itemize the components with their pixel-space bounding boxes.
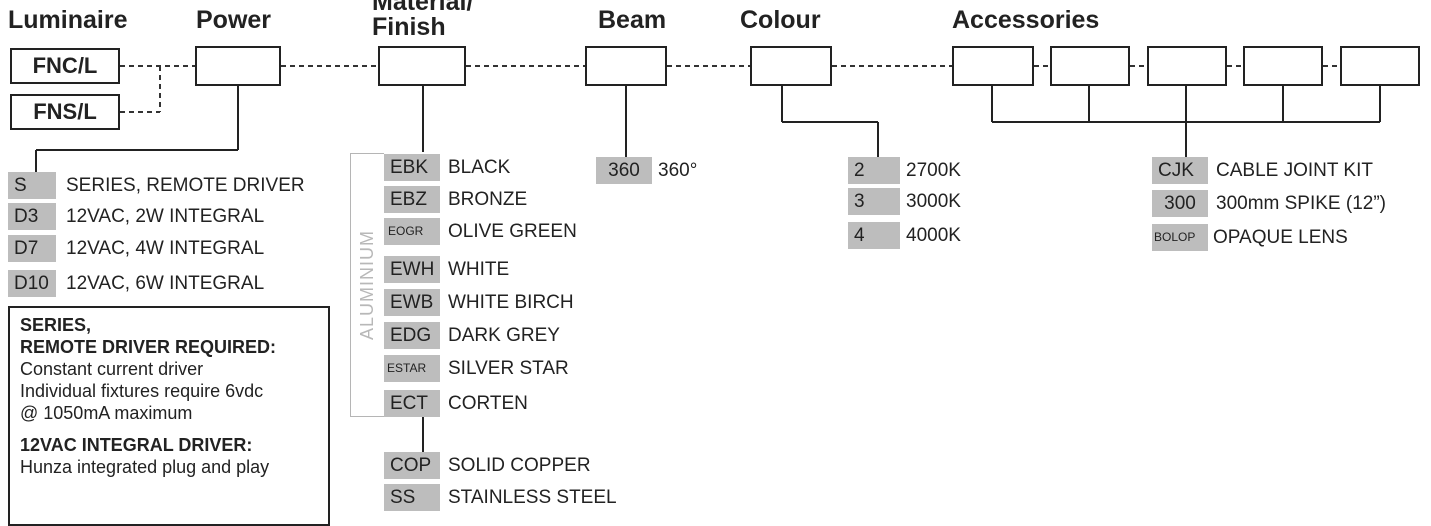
finish-desc-ewb: WHITE BIRCH: [448, 292, 574, 313]
finish-desc-edg: DARK GREY: [448, 325, 560, 346]
colour-code-4: 4: [848, 222, 900, 249]
power-desc-s: SERIES, REMOTE DRIVER: [66, 175, 305, 196]
finish-code-ss: SS: [384, 484, 440, 511]
luminaire-box-fnsl: FNS/L: [10, 94, 120, 130]
finish-code-ewb: EWB: [384, 289, 440, 316]
driver-note-box: SERIES, REMOTE DRIVER REQUIRED: Constant…: [8, 306, 330, 526]
luminaire-box-fncl: FNC/L: [10, 48, 120, 84]
colour-header: Colour: [740, 6, 821, 34]
note-line-1: Constant current driver: [20, 359, 204, 379]
colour-desc-4000k: 4000K: [906, 225, 961, 246]
finish-desc-ebz: BRONZE: [448, 189, 528, 210]
material-finish-header: Material/ Finish: [372, 0, 512, 40]
aluminium-label: ALUMINIUM: [357, 230, 377, 341]
finish-desc-cop: SOLID COPPER: [448, 455, 591, 476]
accessory-slot-2[interactable]: [1050, 46, 1130, 86]
finish-desc-ewh: WHITE: [448, 259, 510, 280]
accessory-desc-bolop: OPAQUE LENS: [1213, 227, 1348, 248]
accessory-slot-1[interactable]: [952, 46, 1034, 86]
finish-code-estar: ESTAR: [384, 355, 440, 382]
accessory-desc-cjk: CABLE JOINT KIT: [1216, 160, 1373, 181]
note-title-2: REMOTE DRIVER REQUIRED:: [20, 337, 277, 357]
accessory-desc-300: 300mm SPIKE (12”): [1216, 193, 1386, 214]
colour-code-3: 3: [848, 188, 900, 215]
accessory-code-cjk: CJK: [1152, 157, 1208, 184]
finish-code-edg: EDG: [384, 322, 440, 349]
colour-desc-2700k: 2700K: [906, 160, 961, 181]
power-code-d10: D10: [8, 270, 56, 297]
finish-code-cop: COP: [384, 452, 440, 479]
power-header: Power: [196, 6, 272, 34]
power-desc-d3: 12VAC, 2W INTEGRAL: [66, 206, 265, 227]
material-header-line1: Material/: [372, 0, 474, 16]
accessory-slot-5[interactable]: [1340, 46, 1420, 86]
accessory-code-300: 300: [1152, 190, 1208, 217]
note-line-4: Hunza integrated plug and play: [20, 457, 270, 477]
finish-desc-estar: SILVER STAR: [448, 358, 569, 379]
finish-code-ebz: EBZ: [384, 186, 440, 213]
finish-desc-ebk: BLACK: [448, 157, 511, 178]
power-code-d7: D7: [8, 235, 56, 262]
finish-desc-eogr: OLIVE GREEN: [448, 221, 577, 242]
accessory-slot-4[interactable]: [1243, 46, 1323, 86]
power-desc-d7: 12VAC, 4W INTEGRAL: [66, 238, 265, 259]
accessory-code-bolop: BOLOP: [1152, 224, 1208, 251]
beam-slot[interactable]: [585, 46, 667, 86]
luminaire-header: Luminaire: [8, 6, 128, 34]
colour-slot[interactable]: [750, 46, 832, 86]
beam-header: Beam: [598, 6, 667, 34]
finish-desc-ect: CORTEN: [448, 393, 528, 414]
note-line-3: @ 1050mA maximum: [20, 403, 193, 423]
material-slot[interactable]: [378, 46, 466, 86]
accessories-header: Accessories: [952, 6, 1100, 34]
colour-code-2: 2: [848, 157, 900, 184]
beam-code-360: 360: [596, 157, 652, 184]
colour-desc-3000k: 3000K: [906, 191, 961, 212]
connector-lines: [35, 65, 1381, 452]
finish-code-ect: ECT: [384, 390, 440, 417]
power-desc-d10: 12VAC, 6W INTEGRAL: [66, 273, 265, 294]
finish-code-ebk: EBK: [384, 154, 440, 181]
material-header-line2: Finish: [372, 13, 446, 41]
power-code-s: S: [8, 172, 56, 199]
power-code-d3: D3: [8, 203, 56, 230]
finish-code-eogr: EOGR: [384, 218, 440, 245]
aluminium-bracket: [350, 153, 384, 417]
note-line-2: Individual fixtures require 6vdc: [20, 381, 264, 401]
finish-code-ewh: EWH: [384, 256, 440, 283]
accessory-slot-3[interactable]: [1147, 46, 1227, 86]
finish-desc-ss: STAINLESS STEEL: [448, 487, 617, 508]
note-title-1: SERIES,: [20, 315, 92, 335]
power-slot[interactable]: [195, 46, 281, 86]
beam-desc-360: 360°: [658, 160, 698, 181]
note-title-3: 12VAC INTEGRAL DRIVER:: [20, 435, 253, 455]
